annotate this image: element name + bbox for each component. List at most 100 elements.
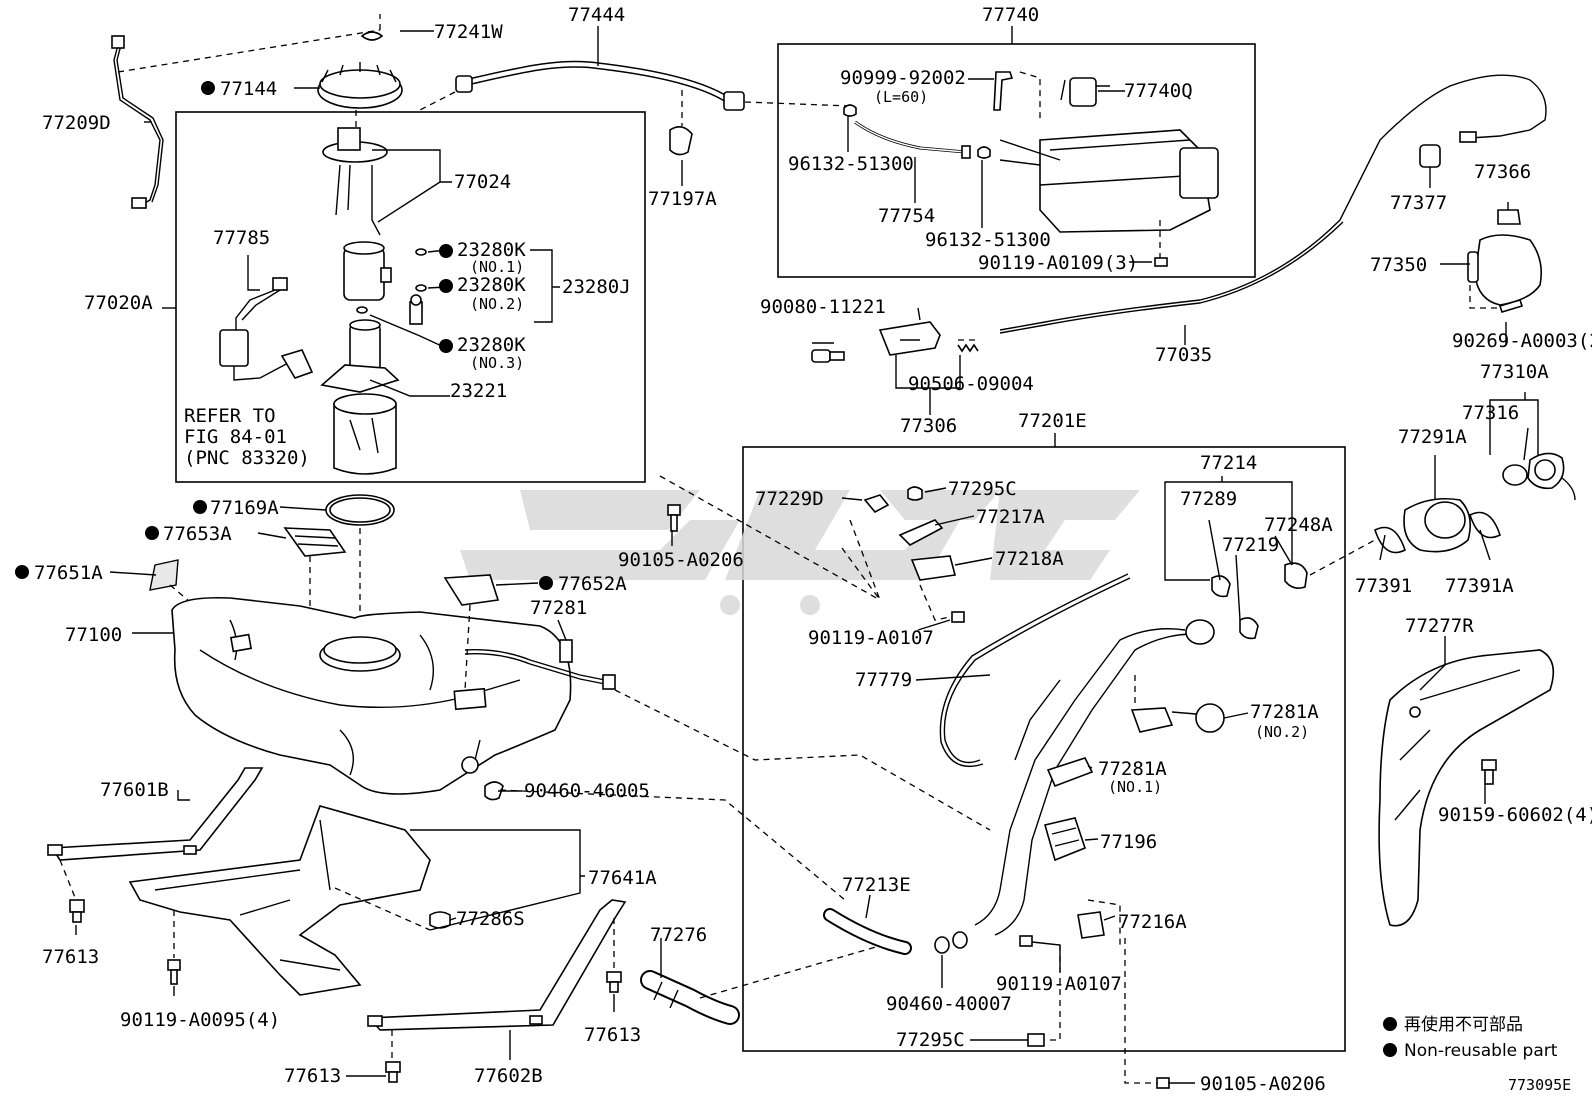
label-77219: 77219: [1222, 534, 1279, 556]
oring-23280K-no1: [415, 248, 427, 256]
label-77020A: 77020A: [84, 292, 153, 314]
label-77391A: 77391A: [1445, 575, 1514, 597]
pump-basket: [333, 393, 397, 475]
sender-wire-77209D: [111, 35, 164, 209]
pressure-regulator: [409, 294, 423, 325]
bolt-90119-A0095: [167, 959, 181, 985]
label-23280K-no3: 23280K: [457, 334, 526, 356]
label-77100: 77100: [65, 624, 122, 646]
label-77740: 77740: [982, 4, 1039, 26]
label-77310A: 77310A: [1480, 361, 1549, 383]
bolt-90159-60602: [1481, 759, 1497, 785]
label-77350: 77350: [1370, 254, 1427, 276]
bolt-77613-right: [606, 971, 622, 993]
legend: 再使用不可部品 Non-reusable part: [1383, 1014, 1558, 1061]
pipe-clamps-77214: [1211, 562, 1308, 640]
label-23280K-no1-sub: (NO.1): [470, 258, 524, 276]
label-77241W: 77241W: [434, 21, 503, 43]
bracket-77281A-no2: [1130, 703, 1225, 733]
label-77024: 77024: [454, 171, 511, 193]
part-labels: 77241W 77444 77740 77144 77209D 90999-92…: [34, 4, 1592, 1095]
connector-77281: [464, 639, 616, 690]
label-90080-11221: 90080-11221: [760, 296, 886, 318]
label-77144: 77144: [220, 78, 277, 100]
legend-jp: 再使用不可部品: [1404, 1014, 1523, 1035]
label-77779: 77779: [855, 669, 912, 691]
strap-77601B: [47, 767, 264, 861]
clip-77377: [1419, 144, 1441, 168]
label-77281A-no2: 77281A: [1250, 701, 1319, 723]
legend-en: Non-reusable part: [1404, 1041, 1558, 1061]
breather-pipe-77779: [939, 573, 1131, 768]
fuel-filter-assembly: [343, 241, 392, 301]
label-77295C-top: 77295C: [948, 478, 1017, 500]
fuel-cap-77310A: [1527, 452, 1576, 501]
label-refer-to: REFER TO: [184, 405, 276, 427]
label-77295C-bottom: 77295C: [896, 1029, 965, 1051]
ring-77391A: [1469, 511, 1501, 539]
valve-77740Q: [1060, 77, 1110, 107]
screw-90269-A0003: [1498, 299, 1524, 313]
filler-pipe-77201E: [974, 619, 1215, 936]
tank-protector-77641A: [128, 805, 431, 996]
protector-77196: [1043, 817, 1086, 862]
label-77377: 77377: [1390, 192, 1447, 214]
label-23280J: 23280J: [562, 276, 631, 298]
label-90999-sub: (L=60): [874, 88, 928, 106]
vent-hose-77444: [455, 60, 745, 111]
label-77366: 77366: [1474, 161, 1531, 183]
fender-liner-77277R: [1378, 649, 1555, 927]
label-77216A: 77216A: [1118, 911, 1187, 933]
hose-77213E: [823, 908, 912, 955]
label-refer-pnc: (PNC 83320): [184, 447, 310, 469]
cushion-77366: [1497, 209, 1521, 225]
label-77169A: 77169A: [210, 497, 279, 519]
label-90159-60602: 90159-60602(4): [1438, 804, 1592, 826]
label-90119-A0095: 90119-A0095(4): [120, 1009, 280, 1031]
label-90119-A0109: 90119-A0109(3): [978, 252, 1138, 274]
label-77213E: 77213E: [842, 874, 911, 896]
label-77316: 77316: [1462, 402, 1519, 424]
protector-77653A: [283, 527, 347, 557]
label-23280K-no3-sub: (NO.3): [470, 354, 524, 372]
hose-end: [952, 931, 968, 949]
canister-77740: [999, 129, 1219, 233]
bracket-77216A: [1077, 911, 1105, 939]
hose-90999-92002: [993, 71, 1014, 111]
label-90506-09004: 90506-09004: [908, 373, 1034, 395]
bracket-77229D: [863, 494, 890, 514]
fuel-pump-box: [175, 111, 646, 483]
label-refer-fig: FIG 84-01: [184, 426, 287, 448]
bolt-90080-11221: [811, 349, 845, 363]
label-77306: 77306: [900, 415, 957, 437]
non-reusable-markers: [15, 81, 553, 590]
gasket-77169A-inner: [329, 497, 391, 523]
strap-77602B: [367, 899, 627, 1031]
clip-77241W: [360, 31, 384, 41]
fuel-pump-23221: [320, 319, 400, 393]
retainer-ring-77144: [317, 62, 403, 109]
gasket-77316: [1502, 464, 1528, 486]
label-90460-46005: 90460-46005: [524, 780, 650, 802]
label-23280K-no1: 23280K: [457, 239, 526, 261]
bolt-77613-bottom: [385, 1061, 401, 1083]
leader-lines: [75, 26, 1539, 1084]
label-77740Q: 77740Q: [1124, 80, 1193, 102]
bracket-77217A: [898, 519, 944, 546]
label-77653A: 77653A: [163, 523, 232, 545]
ring-77391: [1374, 526, 1406, 554]
label-77277R: 77277R: [1405, 615, 1474, 637]
label-77281A-no2-sub: (NO.2): [1255, 723, 1309, 741]
label-77196: 77196: [1100, 831, 1157, 853]
label-96132-51300a: 96132-51300: [788, 153, 914, 175]
label-77785: 77785: [213, 227, 270, 249]
bolt-90105-A0206-top: [667, 504, 681, 532]
spring-90506-09004: [957, 343, 979, 353]
clip-96132-51300a: [843, 104, 857, 117]
clamp-90460-46005: [484, 781, 504, 801]
figure-code: 773095E: [1508, 1076, 1571, 1094]
label-77641A: 77641A: [588, 867, 657, 889]
clip-77295C-top: [907, 486, 923, 501]
label-77201E: 77201E: [1018, 410, 1087, 432]
label-77217A: 77217A: [976, 506, 1045, 528]
